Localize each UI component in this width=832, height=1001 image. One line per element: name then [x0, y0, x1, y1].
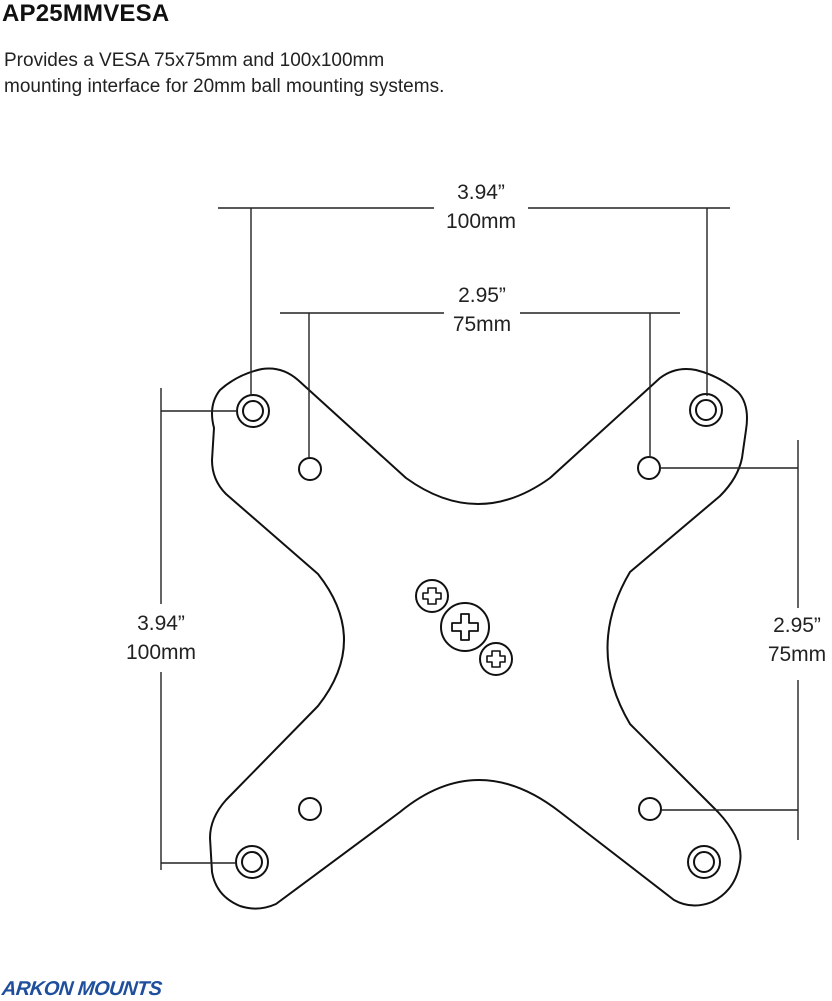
hole-100mm-bottom-right: [687, 845, 721, 879]
dim-right-inner-mm: 75mm: [767, 643, 827, 666]
dim-label-top-inner: 2.95” 75mm: [444, 281, 520, 339]
hole-75mm-bottom-right: [638, 797, 662, 821]
dim-label-top-outer: 3.94” 100mm: [434, 178, 528, 236]
hole-100mm-top-right: [689, 393, 723, 427]
dim-top-inner-inches: 2.95”: [458, 284, 506, 307]
screw-small-lower: [479, 642, 513, 676]
description-line-1: Provides a VESA 75x75mm and 100x100mm: [4, 50, 385, 71]
hole-75mm-top-right: [637, 456, 661, 480]
dim-left-outer-inches: 3.94”: [137, 612, 185, 635]
dim-top-inner-mm: 75mm: [452, 313, 512, 336]
hole-100mm-top-left: [236, 394, 270, 428]
hole-100mm-bottom-left: [235, 845, 269, 879]
description-line-2: mounting interface for 20mm ball mountin…: [4, 76, 445, 97]
product-model-title: AP25MMVESA: [2, 0, 170, 27]
screw-small-upper: [415, 579, 449, 613]
screw-large-center: [440, 602, 490, 652]
dim-right-inner-inches: 2.95”: [773, 614, 821, 637]
dim-top-outer-mm: 100mm: [445, 210, 517, 233]
vesa-plate-outline: [209, 367, 748, 910]
hole-75mm-bottom-left: [298, 797, 322, 821]
dim-top-outer-inches: 3.94”: [457, 181, 505, 204]
dim-label-right-inner: 2.95” 75mm: [762, 611, 832, 669]
dim-left-outer-mm: 100mm: [125, 641, 197, 664]
arkon-mounts-logo: ARKON MOUNTS: [0, 978, 163, 1000]
hole-75mm-top-left: [298, 457, 322, 481]
dim-label-left-outer: 3.94” 100mm: [114, 609, 208, 667]
product-description: Provides a VESA 75x75mm and 100x100mm mo…: [4, 48, 604, 100]
